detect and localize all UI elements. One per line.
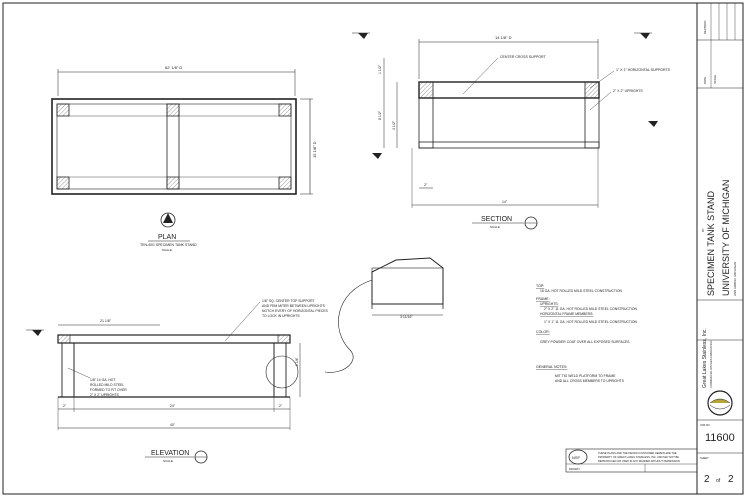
plan-title: PLAN	[158, 234, 176, 241]
elevation-overall: 40"	[170, 423, 176, 427]
plan-overall-depth: 15 1/8" D	[312, 141, 317, 158]
section-title: SECTION	[481, 216, 512, 223]
revision-label: REVISION	[703, 21, 707, 34]
detail-dim: 3 11/16"	[400, 315, 413, 319]
elevation-note-sheet-steel-4: 2" X 2" UPRIGHTS	[90, 393, 120, 397]
note-general-text-2: AND ALL CROSS MEMBERS TO UPRIGHTS	[555, 379, 625, 383]
note-top-heading: TOP:	[536, 284, 544, 288]
section-bottom-width: 14"	[502, 200, 508, 204]
elevation-note-center-support-4: TO LOCK IN UPRIGHTS	[262, 314, 300, 318]
disclaimer-line-3: REPRODUCED OR USED IN ANY MANNER WITHOUT…	[598, 459, 680, 463]
section-center-cross-support: CENTER CROSS SUPPORT	[500, 55, 546, 59]
by-label: BY	[701, 228, 705, 232]
detail-view: 3 11/16"	[324, 257, 444, 373]
note-horizontal-label: HORIZONTAL FRAME MEMBERS:	[540, 312, 593, 316]
client-name: UNIVERSITY OF MICHIGAN	[721, 180, 731, 296]
elevation-note-center-support-3: NOTCH EVERY OF HORIZONTAL PIECES	[262, 309, 329, 313]
company-sub: COMMERCIAL KITCHEN FABRICATION	[709, 340, 713, 388]
disclaimer-line-2: PROPERTY OF GREAT LAKES STAINLESS, INC. …	[598, 455, 679, 459]
plan-scale: SCALE	[162, 248, 172, 252]
note-uprights-label: UPRIGHTS:	[540, 302, 559, 306]
disclaimer-line-1: THESE PLANS AND THE DESIGN CONTAINED HER…	[598, 451, 677, 455]
elevation-side-dim: 2 1/4"	[295, 356, 299, 366]
plan-view: 62' 1/8" D 15 1/8" D PLAN TEN-40G SPECIM…	[51, 65, 317, 252]
note-color-heading: COLOR:	[536, 330, 550, 334]
elevation-title: ELEVATION	[151, 450, 189, 457]
note-uprights-text: 2" X 2" 11 GA. HOT ROLLED MILD STEEL CON…	[544, 307, 638, 311]
note-horizontal-text: 1" X 1" 11 GA. HOT ROLLED MILD STEEL CON…	[544, 320, 638, 324]
elevation-note-sheet-steel-3: FORMED TO FIT OVER	[90, 388, 127, 392]
title-block: REVISION DATE SCALE SPECIMEN TANK STAND …	[696, 2, 744, 495]
section-leg-width: 2"	[424, 183, 428, 187]
elevation-note-center-support-1: 1/8" SQ. CENTER TOP SUPPORT	[262, 299, 315, 303]
plan-overall-width: 62' 1/8" D	[165, 65, 182, 70]
elevation-view: 21 1/8" 1/8" SQ. CENTER TOP SUPPORT AND …	[26, 299, 329, 464]
elevation-note-sheet-steel-2: ROLLED MILD STEEL	[90, 383, 124, 387]
elevation-top-dim: 21 1/8"	[100, 319, 112, 323]
section-height-upper: 1 1/2"	[378, 64, 382, 74]
sheet-total: 2	[728, 474, 734, 485]
drawing-title: SPECIMEN TANK STAND	[706, 190, 716, 296]
section-height-lower: 4 1/2"	[392, 120, 396, 130]
note-general-text-1: MIT TIG WELD PLATFORM TO FRAME	[555, 374, 616, 378]
plan-subtitle: TEN-40G SPECIMEN TANK STAND	[140, 243, 197, 247]
sheet-of: of	[716, 478, 721, 484]
scale-label: SCALE	[713, 75, 717, 84]
note-color-text: GREY POWDER COAT OVER ALL EXPOSED SURFAC…	[540, 340, 630, 344]
elevation-bottom-dim-left: 2"	[63, 404, 67, 408]
note-general-heading: GENERAL NOTES:	[536, 365, 567, 369]
date-label: DATE	[703, 77, 707, 84]
elevation-bottom-dim-center: 24"	[170, 404, 176, 408]
note-top-text: 16 GA. HOT ROLLED MILD STEEL CONSTRUCTIO…	[540, 289, 623, 293]
client-sub: ANN ARBOR, MICHIGAN	[733, 262, 737, 296]
section-uprights: 2" X 2" UPRIGHTS	[613, 89, 643, 93]
job-label: JOB NO.	[700, 423, 711, 427]
general-notes: TOP: 16 GA. HOT ROLLED MILD STEEL CONSTR…	[536, 284, 638, 383]
elevation-note-sheet-steel-1: 1/8" 14 GA. HOT	[90, 378, 116, 382]
nsf-logo-icon	[568, 449, 588, 465]
sheet-label: SHEET	[700, 456, 709, 460]
section-height-total: 8 1/2"	[378, 110, 382, 120]
section-top-width: 14 1/8" D	[495, 35, 512, 40]
nsf-label: NSF	[572, 455, 581, 460]
sheet-number: 2	[704, 474, 710, 485]
section-horizontal-supports: 1" X 1" HORIZONTAL SUPPORTS	[616, 68, 671, 72]
elevation-bottom-dim-right: 2"	[279, 404, 283, 408]
section-view: 14 1/8" D CENTER CROSS SUPPORT 1" X 1" H…	[352, 32, 671, 230]
note-frame-heading: FRAME:	[536, 297, 550, 301]
section-scale: SCALE	[490, 225, 500, 229]
disclaimer-strip: NSF THESE PLANS AND THE DESIGN CONTAINED…	[565, 448, 698, 473]
elevation-scale: SCALE	[163, 459, 173, 463]
company-name: Great Lakes Stainless, Inc.	[702, 328, 708, 388]
company-logo-icon	[707, 390, 733, 416]
drawn-label: DRAWN	[569, 467, 579, 471]
job-number: 11600	[705, 432, 735, 444]
elevation-note-center-support-2: AND FEM MITER BETWEEN UPRIGHTS	[262, 304, 326, 308]
